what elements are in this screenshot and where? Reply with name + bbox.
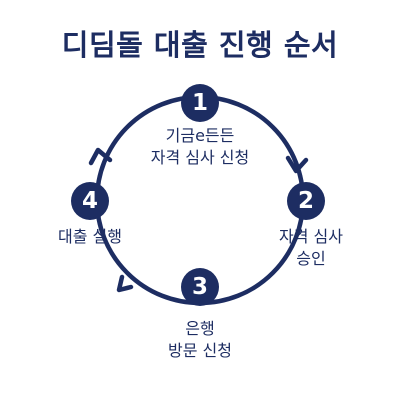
step-2-number: 2 <box>297 188 314 214</box>
step-4-label: 대출 실행 <box>40 226 140 248</box>
step-2-label: 자격 심사 승인 <box>256 226 366 270</box>
step-1-number: 1 <box>191 90 208 116</box>
step-3-label: 은행 방문 신청 <box>140 318 260 362</box>
step-4-number: 4 <box>81 188 98 214</box>
step-1-line-1: 기금e든든 <box>165 126 235 145</box>
step-2-line-2: 승인 <box>296 249 326 268</box>
step-1-line-2: 자격 심사 신청 <box>150 148 250 167</box>
step-2-badge: 2 <box>287 182 325 220</box>
step-1-badge: 1 <box>181 84 219 122</box>
arrow-icon-3-to-4 <box>116 274 134 293</box>
step-3-line-1: 은행 <box>185 319 215 338</box>
arrow-icon-4-to-1 <box>88 147 113 166</box>
step-3-badge: 3 <box>181 268 219 306</box>
page-title: 디딤돌 대출 진행 순서 <box>61 28 339 62</box>
step-2-line-1: 자격 심사 <box>279 227 343 246</box>
arrow-icon-1-to-2 <box>285 155 309 174</box>
step-4-line-1: 대출 실행 <box>58 227 122 246</box>
step-4-badge: 4 <box>71 182 109 220</box>
step-3-number: 3 <box>191 274 208 300</box>
step-1-label: 기금e든든 자격 심사 신청 <box>120 125 280 169</box>
step-3-line-2: 방문 신청 <box>168 341 232 360</box>
